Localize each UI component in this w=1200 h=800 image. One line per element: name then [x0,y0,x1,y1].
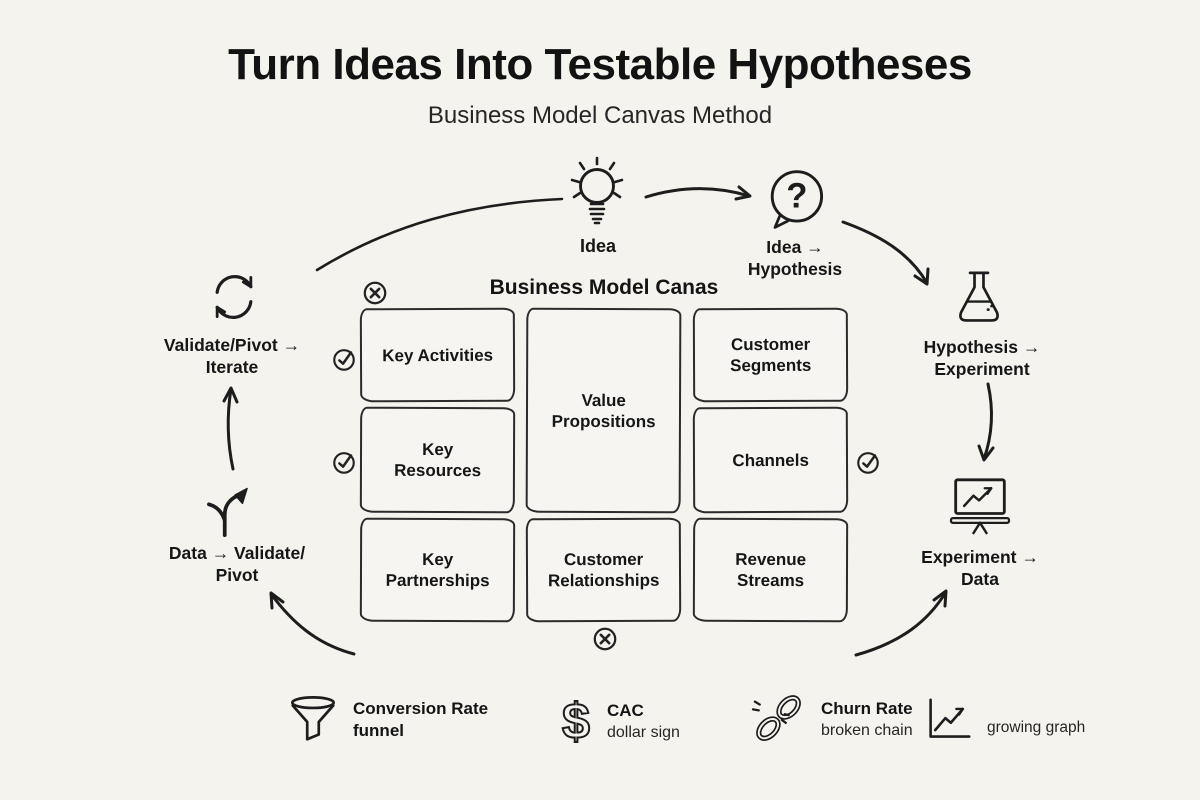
arrow-data-to-iterate [222,386,239,471]
bmc-cell-label: Key Resources [394,439,482,481]
check-circle-icon [333,349,355,371]
bmc-cell-customer-relationships: Customer Relationships [526,517,682,623]
legend-note: dollar sign [607,723,680,741]
legend-item-growing-graph: growing graph [924,697,1085,743]
page-title: Turn Ideas Into Testable Hypotheses [228,40,972,89]
arrow-idea-to-hypothesis [644,185,752,201]
growing-graph-icon [929,698,971,738]
bmc-cell-label: Customer Segments [729,334,812,376]
monitor-graph-icon [949,478,1011,535]
funnel-icon [290,696,336,741]
bmc-cell-label: Value Propositions [551,390,656,431]
bmc-cell-label: Channels [732,450,809,470]
legend-title: Churn Rate [821,698,913,718]
cycle-arrows-icon [215,275,253,319]
flask-icon [959,271,999,322]
bmc-title: Business Model Canas [489,276,719,299]
arrow-hypothesis-to-experiment [841,220,930,286]
validate-iterate-label: Validate/Pivot → Iterate [163,335,301,377]
legend-item-churn-rate: Churn Rate broken chain [750,693,913,745]
idea-hypothesis-label: Idea → Hypothesis [747,237,843,279]
question-bubble-icon: ? [770,170,824,229]
bmc-cell-key-resources: Key Resources [359,406,516,514]
question-glyph: ? [786,177,807,215]
bmc-cell-revenue-streams: Revenue Streams [692,517,849,623]
idea-label: Idea [579,236,617,256]
hypothesis-experiment-label: Hypothesis → Experiment [923,337,1041,379]
legend-item-conversion-rate: Conversion Rate funnel [286,694,488,746]
legend-note: broken chain [821,721,913,739]
legend-title: CAC [607,700,644,720]
bmc-cell-label: Customer Relationships [548,549,660,591]
arrow-iterate-to-idea [315,197,564,272]
dollar-glyph: $ [562,694,590,748]
x-circle-icon [593,627,617,651]
bmc-cell-key-partnerships: Key Partnerships [359,517,516,623]
page-subtitle: Business Model Canvas Method [427,102,773,129]
legend-title: Conversion Rate [353,699,489,718]
bmc-cell-label: Key Partnerships [385,549,490,591]
arrow-bottom-left-curve [269,591,356,656]
x-circle-icon [363,281,387,305]
check-circle-icon [333,452,355,474]
bmc-cell-value-propositions: Value Propositions [525,307,683,514]
lightbulb-icon [570,156,624,225]
legend-note: growing graph [987,719,1086,736]
data-validate-label: Data → Validate/ Pivot [168,543,306,585]
bmc-cell-customer-segments: Customer Segments [692,307,849,403]
check-circle-icon [857,452,879,474]
dollar-icon: $ [561,694,591,748]
bmc-cell-channels: Channels [692,406,849,514]
legend-item-cac: $ CAC dollar sign [558,694,680,748]
broken-chain-icon [751,695,801,741]
bmc-cell-label: Revenue Streams [734,549,806,591]
bmc-cell-key-activities: Key Activities [359,307,516,403]
experiment-data-label: Experiment → Data [921,547,1039,589]
bmc-cell-label: Key Activities [382,345,494,365]
bmc-grid: Key Activities Value Propositions Custom… [359,307,849,623]
arrow-bottom-right-curve [854,589,948,657]
arrow-experiment-to-data [977,382,995,462]
fork-arrow-icon [206,487,248,537]
legend-note: funnel [353,721,404,740]
